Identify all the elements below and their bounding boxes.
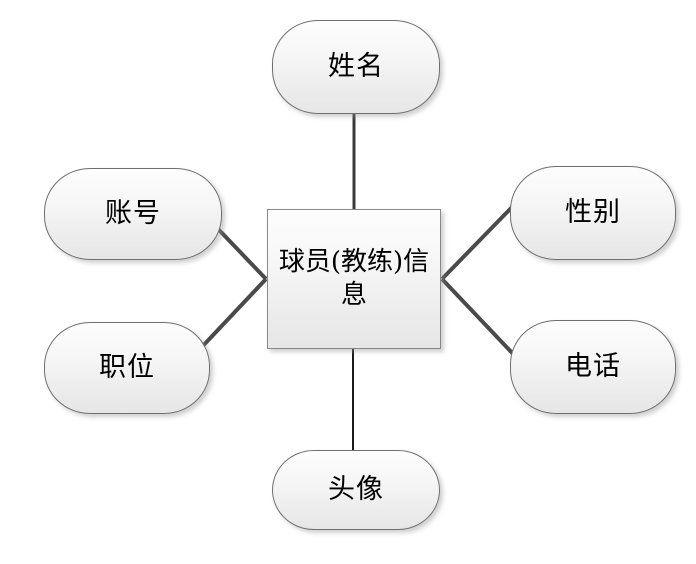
attribute-node-name[interactable]: 姓名 <box>272 20 440 114</box>
attribute-label-position: 职位 <box>99 352 155 384</box>
attribute-node-gender[interactable]: 性别 <box>510 166 676 260</box>
attribute-label-name: 姓名 <box>328 51 384 83</box>
connector-entity-gender <box>440 201 518 281</box>
entity-node-player-coach-info[interactable]: 球员(教练)信息 <box>267 209 441 349</box>
attribute-label-account: 账号 <box>105 198 161 230</box>
attribute-node-phone[interactable]: 电话 <box>510 320 676 414</box>
entity-label: 球员(教练)信息 <box>278 247 430 310</box>
attribute-label-phone: 电话 <box>565 351 621 383</box>
attribute-node-account[interactable]: 账号 <box>44 168 222 260</box>
attribute-node-avatar[interactable]: 头像 <box>272 450 440 530</box>
attribute-label-avatar: 头像 <box>328 474 384 506</box>
attribute-node-position[interactable]: 职位 <box>44 322 210 414</box>
connector-entity-phone <box>440 277 518 359</box>
attribute-label-gender: 性别 <box>565 197 621 229</box>
connector-entity-position <box>197 277 268 352</box>
